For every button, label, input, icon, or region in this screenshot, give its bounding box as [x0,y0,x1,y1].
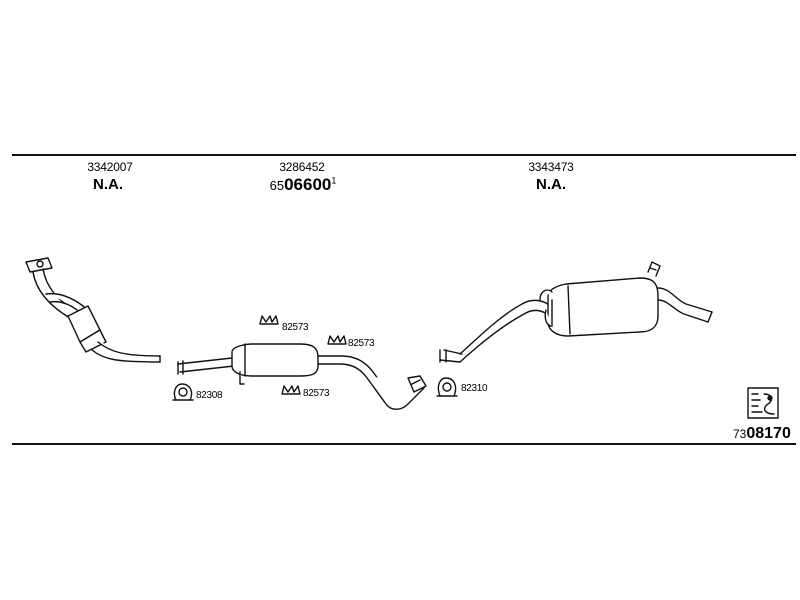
catalog-main-number: 08170 [746,425,791,442]
rear-silencer-part-number: 3343473 [528,160,574,174]
front-pipe-part-number: 3342007 [87,160,133,174]
centre-silencer-part-number: 3286452 [279,160,325,174]
catalog-prefix: 73 [733,427,747,441]
clamp-82310-icon [436,377,458,397]
clamp-82573-right-icon [327,335,347,345]
catalog-icon [747,387,779,419]
rear-silencer-status: N.A. [536,176,566,193]
clamp-82308-icon [172,383,194,401]
code-main: 06600 [284,175,332,194]
clamp-label-82573-bottom: 82573 [303,388,330,399]
clamp-label-82310: 82310 [461,383,488,394]
clamp-label-82573-top: 82573 [282,322,309,333]
clamp-label-82308: 82308 [196,390,223,401]
front-pipe-drawing [25,257,161,363]
code-superscript: 1 [331,175,337,186]
code-prefix: 65 [269,178,285,193]
top-rule [12,154,796,156]
clamp-label-82573-right: 82573 [348,338,375,349]
rear-silencer-drawing [439,261,713,363]
front-pipe-status: N.A. [93,176,123,193]
bottom-rule [12,443,796,445]
centre-silencer-drawing [177,343,427,410]
centre-silencer-code: 65066001 [270,175,337,195]
catalog-number: 7308170 [733,425,791,443]
clamp-82573-bottom-icon [281,385,301,395]
clamp-82573-top-icon [259,315,279,325]
